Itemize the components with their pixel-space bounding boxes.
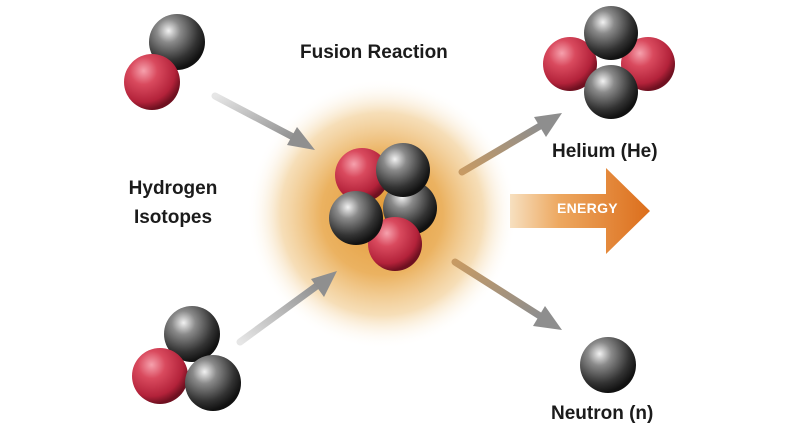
proton-particle — [543, 37, 597, 91]
neutron-particle — [164, 306, 220, 362]
neutron-particle — [149, 14, 205, 70]
arrow-out-helium — [458, 113, 562, 176]
neutron-particle — [584, 65, 638, 119]
reactants-label-line-2: Isotopes — [133, 207, 213, 228]
arrow-in-top — [211, 92, 315, 150]
reactants-label-line-1: Hydrogen — [128, 178, 218, 199]
energy-arrow — [510, 168, 650, 254]
reactants-label: Hydrogen Isotopes — [112, 174, 234, 232]
fusion-nucleus — [329, 143, 437, 271]
proton-particle — [621, 37, 675, 91]
hydrogen-isotope-top — [124, 14, 205, 110]
proton-particle — [132, 348, 188, 404]
free-neutron — [580, 337, 636, 393]
neutron-particle — [584, 6, 638, 60]
energy-label: ENERGY — [557, 200, 618, 216]
diagram-title: Fusion Reaction — [300, 42, 448, 63]
proton-particle — [124, 54, 180, 110]
neutron-particle — [185, 355, 241, 411]
neutron-particle — [329, 191, 383, 245]
neutron-label: Neutron (n) — [551, 403, 654, 424]
helium-label: Helium (He) — [552, 141, 658, 162]
arrow-in-bottom — [236, 271, 337, 346]
proton-particle — [335, 148, 389, 202]
neutron-particle — [376, 143, 430, 197]
hydrogen-isotope-bottom — [132, 306, 241, 411]
helium-nucleus — [543, 6, 675, 119]
proton-particle — [368, 217, 422, 271]
arrow-out-neutron — [451, 258, 562, 330]
